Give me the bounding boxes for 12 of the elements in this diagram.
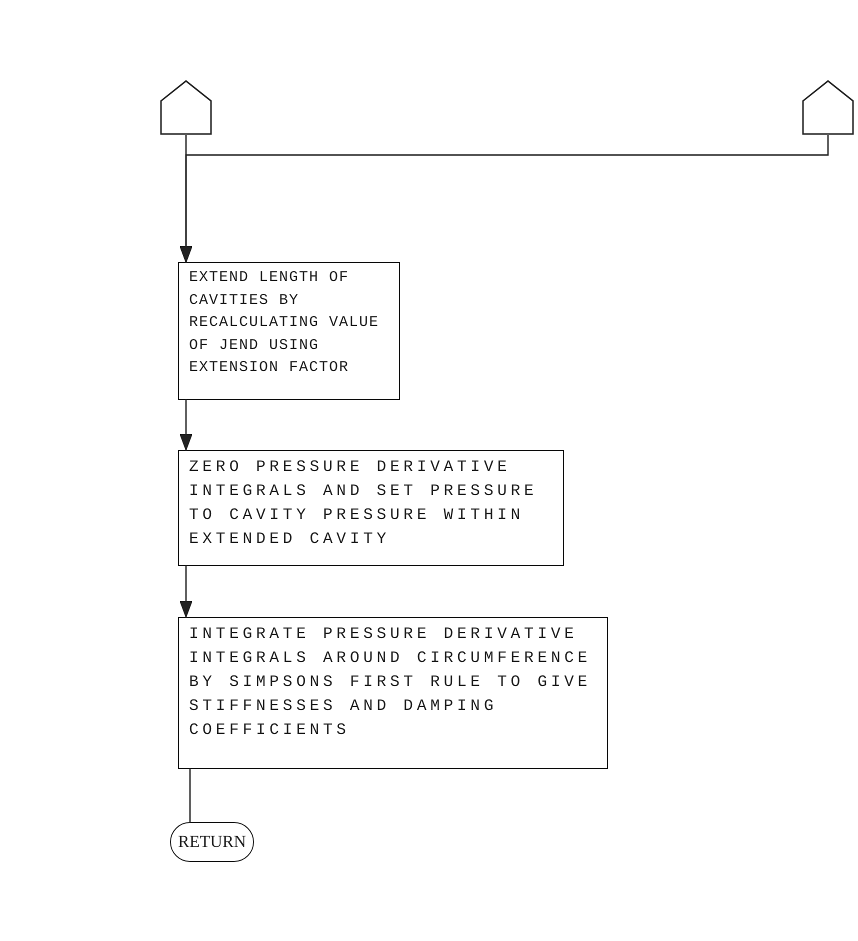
process-box xyxy=(178,262,400,400)
process-text: ZERO PRESSURE DERIVATIVE INTEGRALS AND SET PRESSURE TO CAVITY PRESSURE WITHIN EXTENDED CAVITY xyxy=(189,457,538,550)
process-box xyxy=(178,450,564,566)
arrow xyxy=(180,135,829,262)
offpage-connector xyxy=(160,80,212,135)
terminator: RETURN xyxy=(170,822,254,862)
process-text: INTEGRATE PRESSURE DERIVATIVE INTEGRALS AROUND CIRCUMFERENCE BY SIMPSONS FIRST RULE TO GIVE STIFFNESSES AND DAMPING COEFFICIENTS xyxy=(189,624,592,741)
process-text: EXTEND LENGTH OF CAVITIES BY RECALCULATING VALUE OF JEND USING EXTENSION FACTOR xyxy=(189,268,380,378)
arrow xyxy=(180,400,192,450)
arrow xyxy=(180,566,192,618)
offpage-connector xyxy=(802,80,854,135)
process-box xyxy=(178,617,608,769)
